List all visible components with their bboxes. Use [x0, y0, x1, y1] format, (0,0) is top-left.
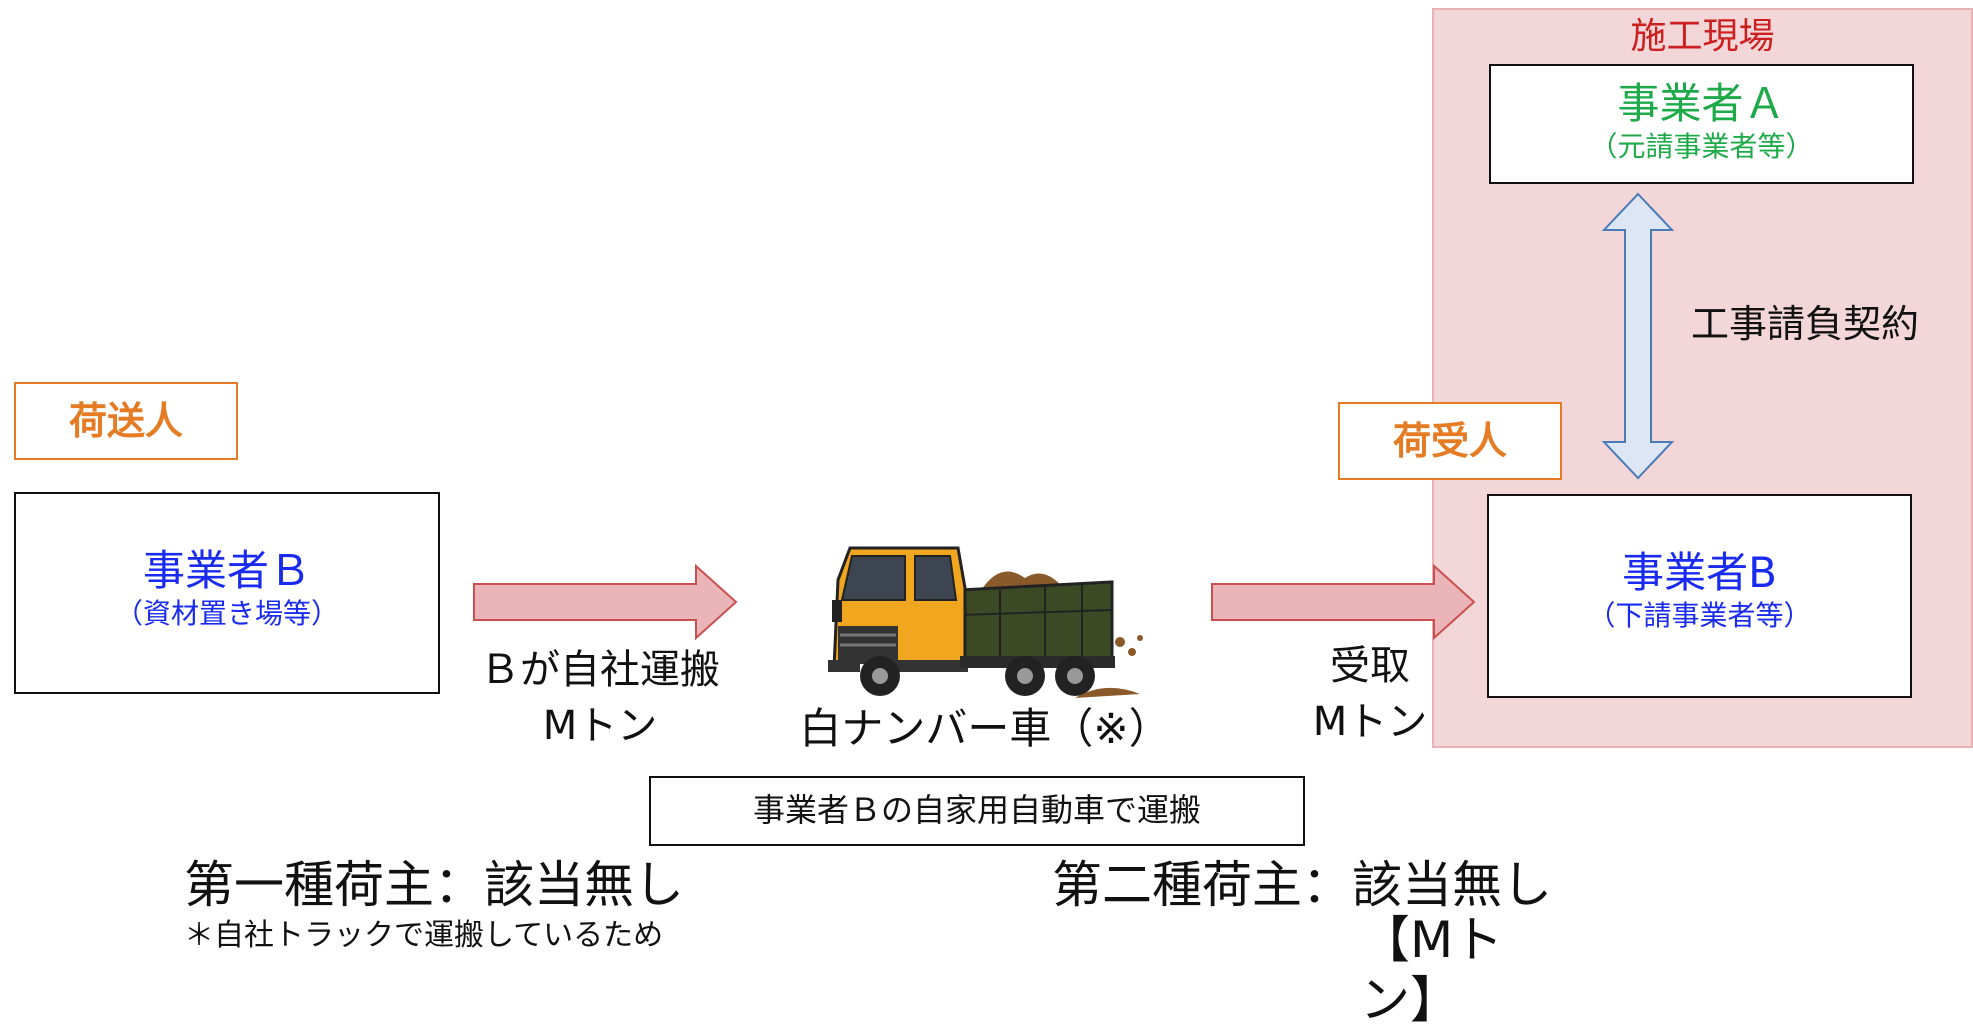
vehicle-note-box: 事業者Ｂの自家用自動車で運搬: [649, 776, 1305, 846]
operator-a-name: 事業者Ａ: [1617, 79, 1786, 128]
operator-a-sub: （元請事業者等）: [1589, 130, 1814, 163]
consignee-role-badge: 荷受人: [1338, 402, 1562, 480]
receipt-label-2: Mトン: [1312, 699, 1428, 745]
first-shipper-title: 第一種荷主：該当無し: [184, 856, 684, 914]
site-title: 施工現場: [1630, 16, 1775, 57]
transport-arrow: [473, 563, 738, 641]
shipper-name: 事業者Ｂ: [142, 546, 311, 595]
vehicle-label: 白ナンバー車（※）: [799, 704, 1171, 753]
second-shipper-title: 第二種荷主：該当無し: [1052, 856, 1552, 914]
consignee-box: 事業者B （下請事業者等）: [1487, 494, 1912, 698]
transport-label-1: Ｂが自社運搬: [480, 647, 720, 693]
shipper-sub: （資材置き場等）: [114, 597, 339, 630]
contract-double-arrow: [1601, 192, 1675, 480]
receipt-label-1: 受取: [1330, 643, 1410, 689]
shipper-role-badge: 荷送人: [14, 382, 238, 460]
receipt-arrow: [1211, 563, 1476, 641]
shipper-box: 事業者Ｂ （資材置き場等）: [14, 492, 440, 694]
operator-a-box: 事業者Ａ （元請事業者等）: [1489, 64, 1914, 184]
first-shipper-reason: ＊自社トラックで運搬しているため: [184, 918, 664, 953]
dump-truck-icon: [828, 546, 1143, 698]
second-shipper-amount: 【Mトン】: [1360, 911, 1504, 1029]
consignee-name: 事業者B: [1622, 548, 1777, 597]
consignee-sub: （下請事業者等）: [1587, 599, 1812, 632]
transport-label-2: Mトン: [542, 703, 658, 749]
contract-label: 工事請負契約: [1690, 302, 1919, 346]
